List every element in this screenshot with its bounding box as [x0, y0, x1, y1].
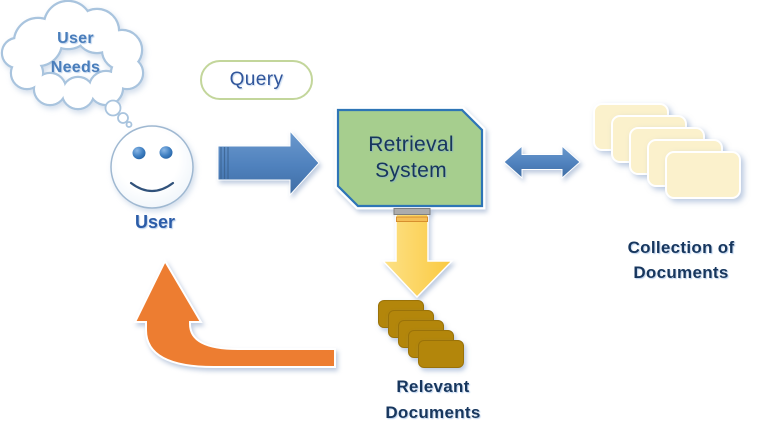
retrieval-line-1: Retrieval [368, 133, 454, 156]
results-arrow-icon [381, 208, 454, 299]
cloud-line-2: Needs [50, 59, 101, 76]
cloud-line-1: User [57, 30, 94, 47]
relevant-documents-label: Relevant Documents [348, 374, 518, 426]
thought-cloud-icon [0, 0, 145, 111]
collection-line-1: Collection of [627, 238, 735, 257]
document-card [418, 340, 464, 368]
thought-cloud-label: User Needs [18, 24, 133, 82]
feedback-arrow-icon [133, 258, 336, 368]
relevant-line-1: Relevant [396, 377, 470, 396]
collection-documents-label: Collection of Documents [596, 235, 764, 285]
query-flow-arrow-icon [217, 129, 320, 197]
system-collection-arrow-icon [503, 144, 581, 180]
collection-line-2: Documents [633, 263, 729, 282]
relevant-documents-stack [378, 300, 468, 370]
relevant-line-2: Documents [385, 403, 481, 422]
query-bubble: Query [200, 60, 313, 100]
retrieval-system-box [334, 106, 486, 210]
smiley-face-icon [110, 125, 194, 209]
retrieval-system-label: Retrieval System [340, 110, 482, 206]
document-card [665, 151, 741, 199]
user-label: User [134, 212, 176, 232]
retrieval-line-2: System [375, 159, 447, 182]
query-label: Query [229, 69, 284, 90]
collection-documents-stack [593, 103, 743, 201]
thought-bubble-trail-icon [104, 99, 133, 128]
